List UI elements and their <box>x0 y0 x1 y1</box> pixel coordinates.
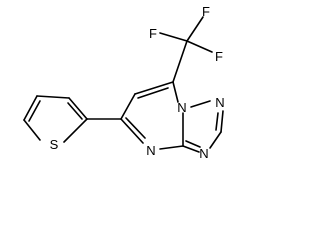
triazole-ring <box>182 100 224 153</box>
atom-n-triazole-top: N <box>215 95 224 110</box>
thiophene-ring <box>23 95 88 143</box>
bond-n3-c3a-double <box>185 140 201 148</box>
bond-n4-c3a <box>159 145 184 150</box>
trifluoromethyl-group <box>159 16 213 83</box>
bond-c2-n3 <box>209 131 222 149</box>
bond-c4-c5-double <box>28 100 41 122</box>
bond-c2-c3 <box>68 97 88 120</box>
bond-s-c2 <box>63 118 88 143</box>
bond-n1-c2 <box>220 110 224 133</box>
bond-c5-n4-double <box>125 117 146 139</box>
atom-s-thiophene: S <box>50 137 59 152</box>
bond-c6-c5 <box>120 93 136 120</box>
molecule-structure: F F F N N N N S <box>23 4 225 161</box>
atom-n-bridge: N <box>177 100 186 115</box>
bond-n3-c3a <box>182 145 200 153</box>
pyrimidine-ring <box>120 81 184 150</box>
bond-n-bridge-c7 <box>172 81 179 103</box>
atom-f-top: F <box>202 4 210 19</box>
bond-c7-c6 <box>134 81 174 95</box>
bond-c5-n4 <box>120 118 144 144</box>
bond-n1-c2-double <box>215 112 219 131</box>
atom-n-triazole-right: N <box>199 146 208 161</box>
atom-f-left: F <box>149 26 157 41</box>
atom-f-right: F <box>215 49 223 64</box>
bond-c-f-left <box>159 32 188 42</box>
bond-c7-c6-double <box>137 87 169 99</box>
bond-c5-s <box>23 119 41 141</box>
bond-c4-c5 <box>23 95 38 121</box>
bond-c-f-right <box>186 40 213 53</box>
bond-c7-cf3 <box>172 40 188 83</box>
atom-n-pyrimidine: N <box>146 143 155 158</box>
bond-c-f-top <box>186 16 204 42</box>
bond-n-bridge-n1 <box>190 100 211 108</box>
bond-c2-c3-double <box>67 102 83 120</box>
bond-c3-c4 <box>36 95 70 99</box>
